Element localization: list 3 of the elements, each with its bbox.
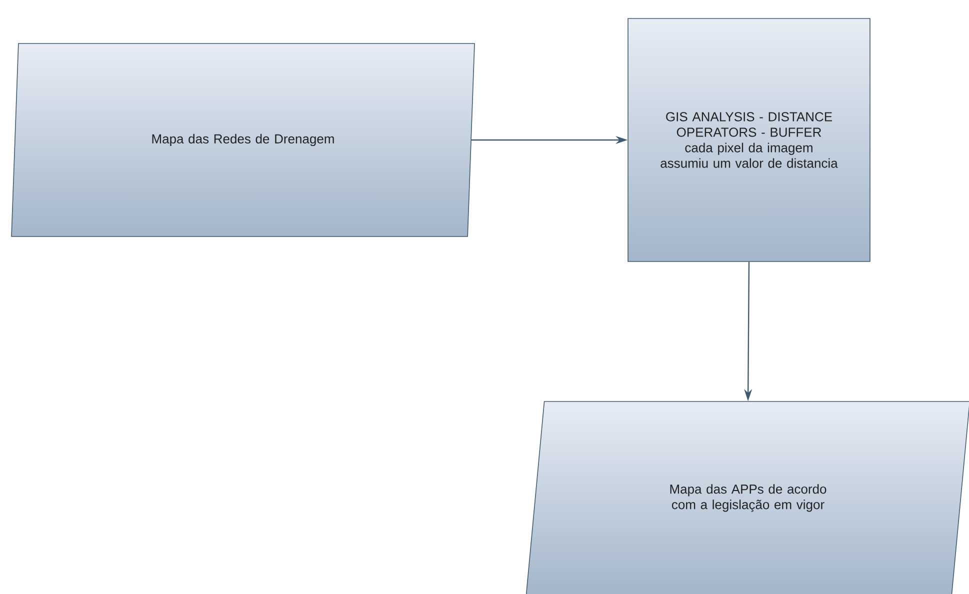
process-box: GIS ANALYSIS - DISTANCE OPERATORS - BUFFER cada pixel da imagem assumiu um valor de distancia [628, 18, 870, 262]
parallelogram-box: Mapa das Redes de Drenagem [11, 43, 475, 237]
parallelogram-box: Mapa das APPs de acordo com a legislação em vigor [526, 401, 969, 594]
